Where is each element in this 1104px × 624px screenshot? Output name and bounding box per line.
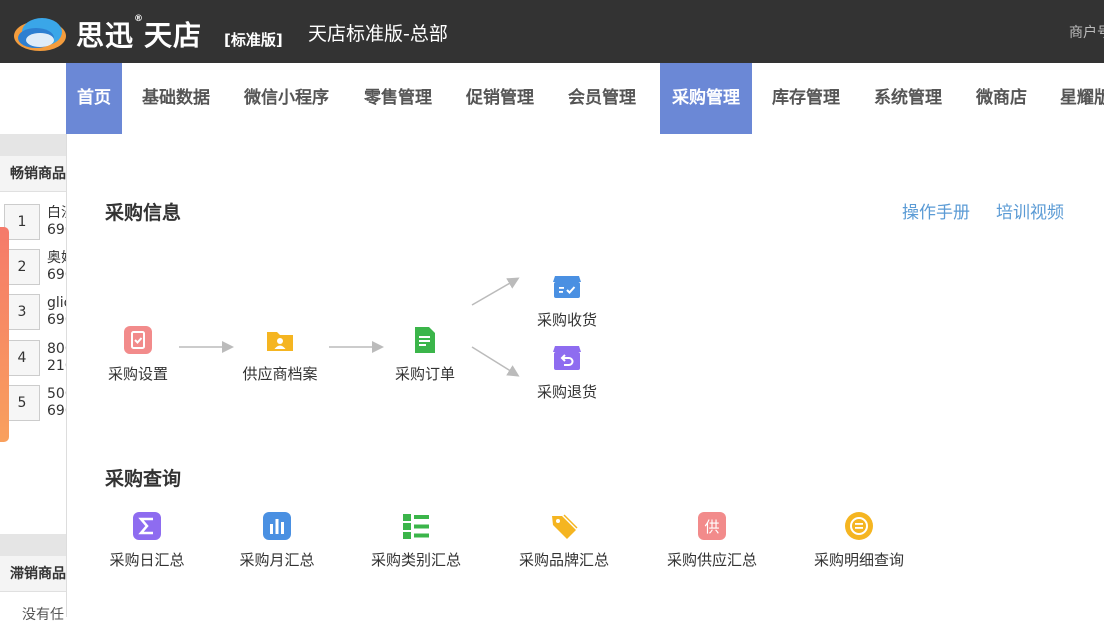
nav-item-promotion[interactable]: 促销管理	[466, 88, 534, 108]
list-item[interactable]: 奥妙690	[47, 250, 66, 283]
list-icon	[403, 514, 429, 539]
list-item[interactable]: glico690	[47, 295, 66, 328]
node-label: 采购明细查询	[813, 551, 904, 569]
training-video-link[interactable]: 培训视频	[996, 203, 1064, 223]
purchase-order-node[interactable]: 采购订单	[387, 324, 463, 384]
brand-name: 思迅®天店	[76, 13, 203, 52]
nav-item-retail[interactable]: 零售管理	[364, 88, 432, 108]
rank-badge: 3	[4, 294, 40, 330]
clipboard-check-icon	[124, 326, 152, 354]
supplier-archive-node[interactable]: 供应商档案	[235, 324, 325, 384]
nav-item-basic-data[interactable]: 基础数据	[142, 88, 210, 108]
list-item[interactable]: 800210	[47, 341, 66, 374]
rank-badge: 5	[4, 385, 40, 421]
flow-arrow	[471, 277, 520, 306]
box-check-icon	[553, 276, 581, 298]
node-label: 采购类别汇总	[370, 551, 461, 569]
nav-item-micro-store[interactable]: 微商店	[976, 88, 1027, 108]
node-label: 供应商档案	[242, 365, 318, 383]
node-label: 采购设置	[107, 365, 168, 383]
top-bar: 思迅®天店 [标准版] 天店标准版-总部 商户号	[0, 0, 1104, 63]
empty-state-text: 没有任	[22, 607, 64, 623]
node-label: 采购收货	[536, 311, 597, 329]
left-panel: 畅销商品 1 白沙690 2 奥妙690 3 glico690 4 800210…	[0, 134, 66, 623]
detail-icon	[845, 512, 873, 540]
panel-strip	[0, 534, 66, 556]
purchase-info-title: 采购信息	[105, 202, 182, 224]
manual-link[interactable]: 操作手册	[902, 203, 970, 223]
box-return-icon	[553, 346, 581, 370]
svg-text:供: 供	[704, 518, 719, 536]
rank-badge: 4	[4, 340, 40, 376]
flow-arrow	[471, 346, 520, 377]
rank-badge: 2	[4, 249, 40, 285]
panel-strip	[0, 134, 66, 156]
flow-arrows	[179, 277, 520, 377]
nav-item-star[interactable]: 星耀版	[1060, 88, 1104, 108]
nav-item-inventory[interactable]: 库存管理	[772, 88, 840, 108]
brand-summary-node[interactable]: 采购品牌汇总	[515, 510, 613, 570]
node-label: 采购退货	[536, 383, 597, 401]
bar-chart-icon	[263, 512, 291, 540]
floating-side-tab[interactable]	[0, 227, 9, 442]
rank-badge: 1	[4, 204, 40, 240]
node-label: 采购供应汇总	[666, 551, 757, 569]
hot-products-title: 畅销商品	[0, 156, 66, 192]
daily-summary-node[interactable]: 采购日汇总	[105, 510, 189, 570]
edition-label: [标准版]	[224, 31, 283, 49]
document-icon	[415, 327, 435, 353]
node-label: 采购日汇总	[109, 551, 185, 569]
node-label: 采购订单	[394, 365, 455, 383]
nav-item-mini-program[interactable]: 微信小程序	[244, 88, 329, 108]
detail-query-node[interactable]: 采购明细查询	[810, 510, 908, 570]
folder-user-icon	[267, 332, 293, 351]
category-summary-node[interactable]: 采购类别汇总	[367, 510, 465, 570]
nav-item-system[interactable]: 系统管理	[874, 88, 942, 108]
node-label: 采购月汇总	[239, 551, 315, 569]
purchase-query-title: 采购查询	[105, 468, 182, 490]
list-item[interactable]: 500690	[47, 386, 66, 419]
purchase-receive-node[interactable]: 采购收货	[529, 270, 605, 330]
user-account-label[interactable]: 商户号	[1069, 25, 1104, 41]
main-nav: 首页 基础数据 微信小程序 零售管理 促销管理 会员管理 采购管理 库存管理 系…	[66, 63, 1104, 134]
tag-icon	[552, 514, 578, 539]
supplier-summary-node[interactable]: 供 采购供应汇总	[663, 510, 761, 570]
list-item[interactable]: 白沙690	[47, 205, 66, 238]
purchase-settings-node[interactable]: 采购设置	[105, 324, 171, 384]
store-title: 天店标准版-总部	[308, 23, 448, 45]
node-label: 采购品牌汇总	[518, 551, 609, 569]
sigma-icon	[133, 512, 161, 540]
cloud-logo-icon	[14, 18, 66, 51]
slow-products-title: 滞销商品	[0, 556, 66, 592]
monthly-summary-node[interactable]: 采购月汇总	[235, 510, 319, 570]
nav-item-member[interactable]: 会员管理	[568, 88, 636, 108]
supplier-icon: 供	[698, 512, 726, 540]
nav-item-purchase[interactable]: 采购管理	[660, 63, 752, 134]
nav-item-home[interactable]: 首页	[66, 63, 122, 134]
main-panel: 采购信息 操作手册 培训视频 采购设置 供应商档案	[66, 134, 1104, 617]
purchase-return-node[interactable]: 采购退货	[529, 342, 605, 402]
